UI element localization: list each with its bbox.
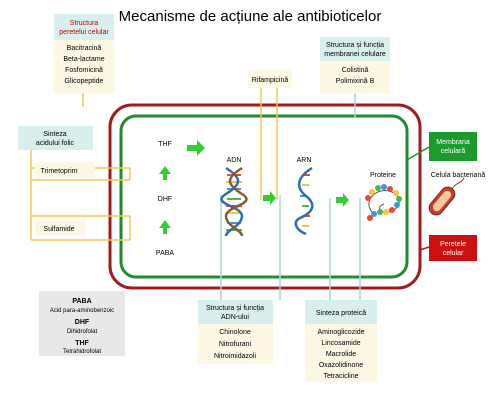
- dna-drug-item: Chinolone: [219, 329, 251, 336]
- cell-wall-box-header-bg: [54, 14, 114, 40]
- dna-drug-item: Nitroimidazoli: [214, 353, 256, 360]
- bacterial-cell-label: Celula bacteriană: [431, 172, 486, 179]
- abbreviation-legend: PABA Acid para-aminobenzoic DHF Dihidrof…: [39, 291, 125, 356]
- cell-wall-tag-line2: celular: [443, 250, 464, 257]
- arrow-right-icon: [336, 193, 349, 207]
- membrane-antibiotics-box: Structura și funcția membranei celulare …: [320, 37, 390, 93]
- cell-wall-box-header-line1: Structura: [70, 20, 99, 27]
- protein-antibiotics-box: Sinteza proteică Aminoglicozide Lincosam…: [305, 300, 377, 382]
- rifampicin-label: Rifampicină: [252, 77, 289, 84]
- rna-label: ARN: [297, 157, 312, 164]
- paba-label: PABA: [156, 250, 174, 257]
- legend-full: Acid para-aminobenzoic: [50, 308, 114, 314]
- membrane-drug-item: Polimixină B: [336, 78, 375, 85]
- dna-label: ADN: [227, 157, 242, 164]
- cell-wall-tag: Peretele celular: [419, 235, 477, 261]
- dna-box-header-bg: [198, 300, 273, 324]
- protein-drug-item: Macrolide: [326, 351, 356, 358]
- dhf-label: DHF: [158, 196, 172, 203]
- membrane-box-header-bg: [320, 37, 390, 61]
- protein-drug-item: Lincosamide: [321, 340, 360, 347]
- legend-abbr: THF: [75, 340, 89, 347]
- legend-abbr: PABA: [72, 298, 91, 305]
- legend-abbr: DHF: [75, 319, 90, 326]
- protein-box-header: Sinteza proteică: [316, 310, 366, 317]
- rna-strand-icon: [294, 166, 314, 236]
- cell-wall-drug-item: Fosfomicină: [65, 67, 103, 74]
- process-arrows: [187, 140, 349, 207]
- sulfonamides-bg: [35, 220, 85, 236]
- membrane-tag: Membrana celulară: [406, 132, 477, 161]
- bacterial-cell-illustration: Celula bacteriană: [428, 172, 486, 216]
- dna-box-header-line1: Structura și funcția: [206, 305, 264, 312]
- protein-box-body-bg: [305, 324, 377, 382]
- arrow-up-icon: [159, 166, 171, 180]
- folate-pathway-arrows: [159, 166, 171, 234]
- dna-drug-item: Nitrofurani: [219, 341, 252, 348]
- folic-box-header-line1: Sinteza: [43, 131, 66, 138]
- cell-wall-tag-line1: Peretele: [440, 241, 466, 248]
- protein-chain-icon: [365, 184, 402, 221]
- dna-helix-icon: [220, 166, 248, 237]
- dna-box-body-bg: [198, 324, 273, 364]
- arrow-right-icon: [263, 191, 276, 205]
- cell-wall-drug-item: Beta-lactame: [63, 56, 104, 63]
- cell-wall-drug-item: Bacitracină: [67, 45, 102, 52]
- folic-box-header-bg: [18, 126, 93, 150]
- protein-label: Proteine: [370, 172, 396, 179]
- membrane-tag-line1: Membrana: [436, 139, 470, 146]
- membrane-drug-item: Colistină: [342, 67, 369, 74]
- cell-wall-outline: [108, 103, 422, 290]
- cell-wall-antibiotics-box: Structura peretelui celular Bacitracină …: [54, 14, 114, 93]
- legend-full: Dihidrofolat: [67, 329, 98, 335]
- membrane-box-header-line1: Structura și funcția: [326, 42, 384, 49]
- rifampicin-box: Rifampicină: [248, 70, 292, 88]
- cell-wall-box-header-line2: peretelui celular: [59, 29, 109, 36]
- dna-antibiotics-box: Structura și funcția ADN-ului Chinolone …: [198, 300, 273, 364]
- protein-drug-item: Oxazolidinone: [319, 362, 363, 369]
- legend-full: Tetrahidrofolat: [63, 349, 101, 355]
- membrane-box-body-bg: [320, 61, 390, 93]
- membrane-tag-bg: [429, 132, 477, 161]
- cell-wall-tag-bg: [429, 235, 477, 261]
- protein-box-header-bg: [305, 300, 377, 324]
- rifampicin-box-bg: [248, 70, 292, 88]
- cell-wall-box-body-bg: [54, 40, 114, 93]
- trimethoprim-label: Trimetoprim: [40, 168, 77, 175]
- protein-drug-item: Aminoglicozide: [317, 329, 364, 336]
- folic-box-header-line2: acidului folic: [36, 140, 75, 147]
- cell-wall-drug-item: Glicopeptide: [65, 78, 104, 85]
- trimethoprim-bg: [35, 162, 95, 178]
- arrow-right-icon: [187, 140, 205, 156]
- connector-lines: [30, 88, 361, 300]
- folic-acid-synthesis-box: Sinteza acidului folic Trimetoprim Sulfa…: [18, 126, 95, 236]
- legend-bg: [39, 291, 125, 356]
- sulfonamides-label: Sulfamide: [43, 226, 74, 233]
- protein-drug-item: Tetracicline: [323, 373, 358, 380]
- dna-box-header-line2: ADN-ului: [221, 314, 249, 321]
- cell-membrane-outline: [119, 114, 409, 279]
- thf-label: THF: [158, 141, 172, 148]
- membrane-tag-line2: celulară: [441, 148, 466, 155]
- arrow-up-icon: [159, 220, 171, 234]
- membrane-box-header-line2: membranei celulare: [324, 51, 386, 58]
- diagram-title: Mecanisme de acțiune ale antibioticelor: [119, 8, 382, 25]
